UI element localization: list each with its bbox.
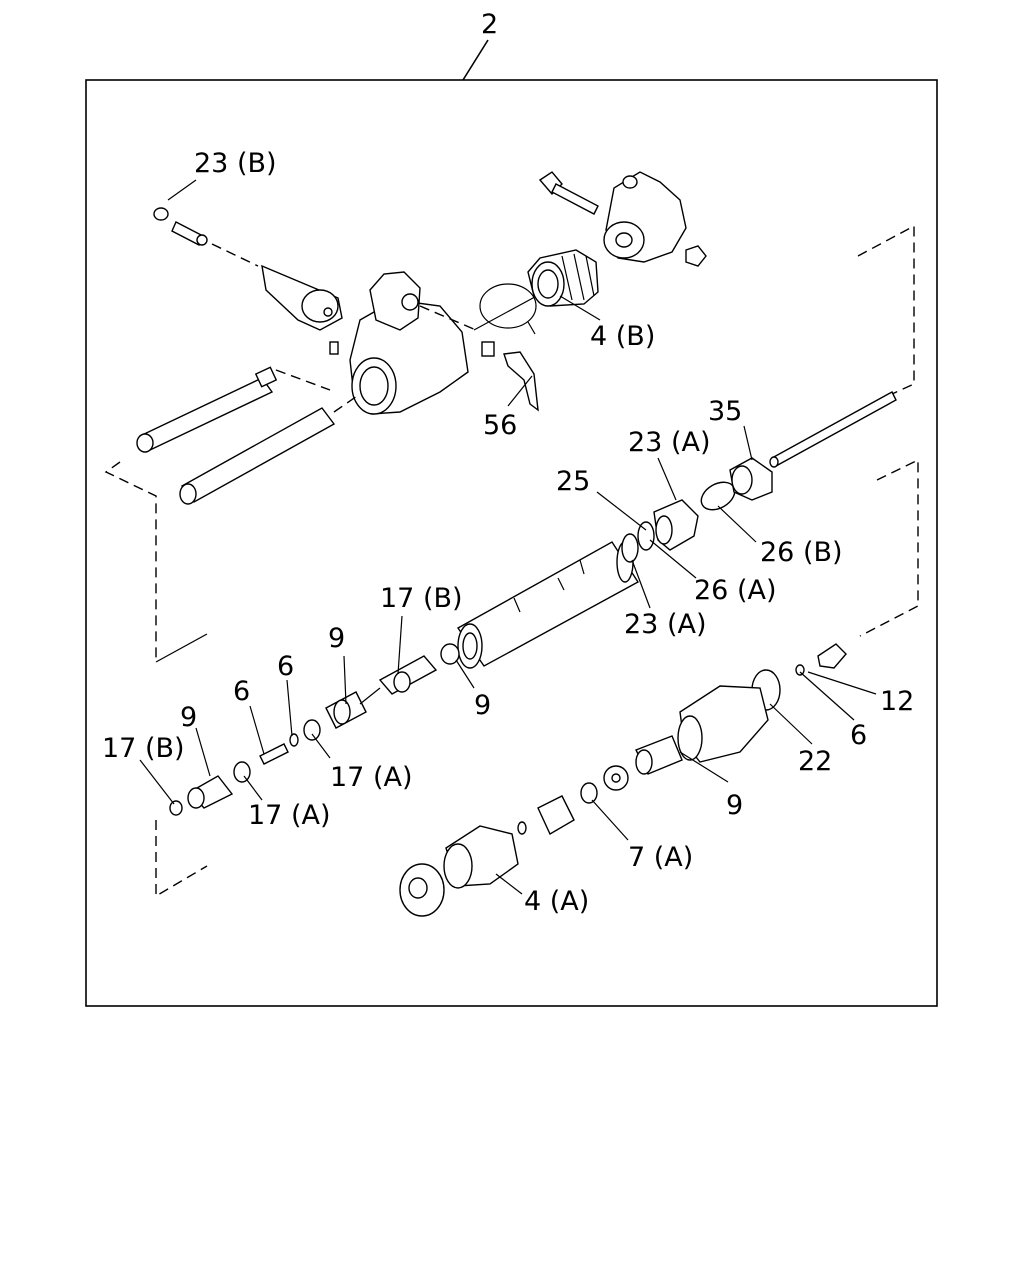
yoke-bracket [603,171,707,267]
assembly-frame [85,79,938,1007]
clip-56 [481,341,539,412]
bracket-left-upper [104,461,157,662]
bushing [603,765,629,791]
callout-9-ring: 9 [474,690,491,721]
boot-4a [443,825,519,889]
assembly-number: 2 [481,9,498,40]
leaders [139,295,877,895]
callout-23a-lower: 23 (A) [624,609,706,640]
callout-9-mid: 9 [328,623,345,654]
seal-23a-upper [653,499,699,551]
bracket-right-lower [859,458,919,637]
clip-ring [473,283,545,335]
ring-17b-left [169,800,183,816]
pivot-arm [261,264,343,331]
callout-6-mid: 6 [277,651,294,682]
callout-17a-mid: 17 (A) [330,762,412,793]
rack-tube [456,541,639,669]
pin [171,221,259,267]
valve-17b-mid [378,655,438,695]
assembly-leader [462,39,489,81]
boot-4b [527,249,599,307]
lock-ring-23b [153,179,197,221]
valve-9-right [635,735,683,775]
callout-26b: 26 (B) [760,537,843,568]
bracket-left-upper-tick [155,633,208,663]
bracket-right-upper [857,224,915,395]
valve-9-mid [325,687,381,729]
seal-35 [729,457,773,501]
washer-7a [580,782,598,804]
callout-7a: 7 (A) [628,842,693,873]
ring-17a-mid [303,719,321,741]
callout-56: 56 [483,410,517,441]
callout-17b-mid: 17 (B) [380,583,463,614]
valve-9-left [187,775,234,809]
callout-9-left: 9 [180,702,197,733]
callout-17b-left: 17 (B) [102,733,185,764]
callout-23a-upper: 23 (A) [628,427,710,458]
ring-17a-left [233,761,251,783]
callout-25: 25 [556,466,590,497]
callout-23b-top: 23 (B) [194,148,277,179]
callout-4a: 4 (A) [524,886,589,917]
callout-35: 35 [708,396,742,427]
sleeve [517,795,575,835]
callout-9-right: 9 [726,790,743,821]
spring-6-mid [289,733,299,747]
ring-9-mid [440,643,460,665]
callout-4b: 4 (B) [590,321,655,352]
callout-17a-left: 17 (A) [248,800,330,831]
callout-6-left: 6 [233,676,250,707]
callout-22: 22 [798,746,832,777]
ring-26a [637,521,655,551]
lower-shaft [179,393,361,505]
ring-6-right [795,664,805,676]
guide-line-a [419,305,477,331]
bolt [538,171,599,215]
boot-large [677,685,769,763]
callout-26a: 26 (A) [694,575,776,606]
callout-6-right: 6 [850,720,867,751]
end-cap [399,863,445,917]
rod [769,391,897,468]
callout-12: 12 [880,686,914,717]
ring-23a-lower [621,533,639,563]
bracket-left-lower [155,820,208,898]
upper-shaft [136,366,331,453]
housing [329,271,469,415]
nut-12 [817,643,847,669]
spring-6-left [259,743,289,765]
